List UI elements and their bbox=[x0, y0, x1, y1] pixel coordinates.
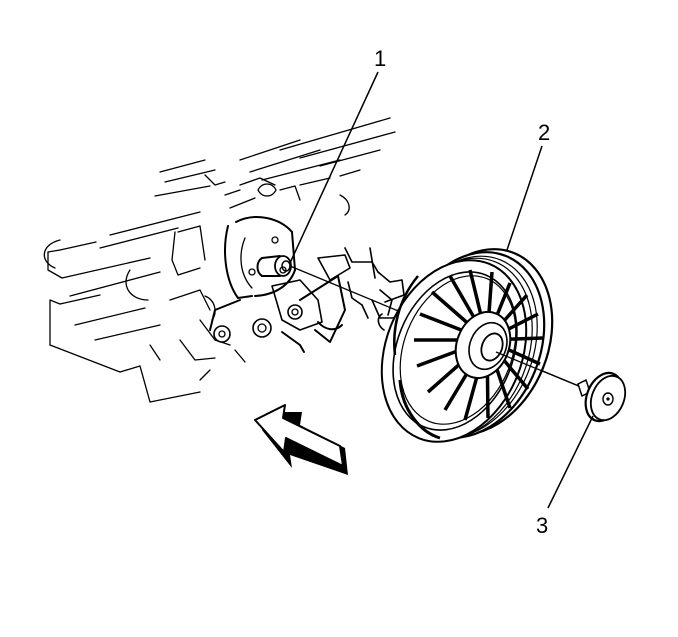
pulley-bolt bbox=[577, 371, 627, 423]
leader-3 bbox=[547, 415, 594, 509]
crankshaft-pulley bbox=[380, 248, 554, 443]
callout-leaders bbox=[289, 71, 594, 509]
cover-housing bbox=[209, 216, 346, 353]
pump-assembly bbox=[317, 247, 405, 331]
callout-2: 2 bbox=[538, 120, 550, 145]
callout-1: 1 bbox=[374, 46, 386, 71]
front-direction-arrow bbox=[254, 404, 348, 475]
leader-2 bbox=[506, 145, 543, 251]
leader-1 bbox=[289, 71, 379, 264]
axis-segment bbox=[495, 351, 587, 390]
callout-3: 3 bbox=[536, 513, 548, 538]
engine-block bbox=[43, 117, 396, 403]
